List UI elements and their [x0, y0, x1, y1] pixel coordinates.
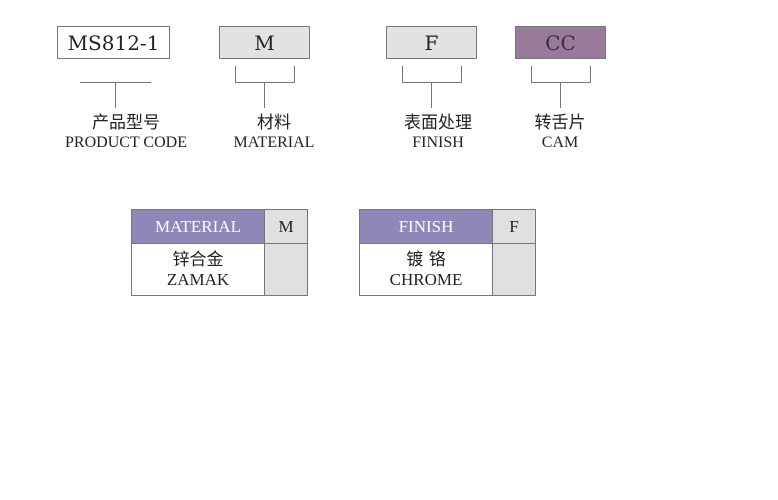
- cam-label: 转舌片 CAM: [534, 113, 586, 152]
- material-code-box: M: [219, 26, 310, 59]
- product-code-label: 产品型号 PRODUCT CODE: [65, 113, 187, 152]
- finish-table-code: F: [492, 209, 536, 244]
- material-option-code-cell: [264, 243, 308, 296]
- finish-option-code-cell: [492, 243, 536, 296]
- material-label: 材料 MATERIAL: [233, 113, 315, 152]
- product-connector-stem: [115, 82, 116, 108]
- finish-option: 镀 铬 CHROME: [359, 243, 493, 296]
- product-code-box: MS812-1: [57, 26, 170, 59]
- finish-table-header: FINISH: [359, 209, 493, 244]
- material-table-code: M: [264, 209, 308, 244]
- finish-table: FINISH F 镀 铬 CHROME: [359, 209, 536, 296]
- finish-code-box: F: [386, 26, 477, 59]
- material-table: MATERIAL M 锌合金 ZAMAK: [131, 209, 308, 296]
- material-option: 锌合金 ZAMAK: [131, 243, 265, 296]
- material-table-header: MATERIAL: [131, 209, 265, 244]
- finish-label: 表面处理 FINISH: [404, 113, 472, 152]
- cam-code-box: CC: [515, 26, 606, 59]
